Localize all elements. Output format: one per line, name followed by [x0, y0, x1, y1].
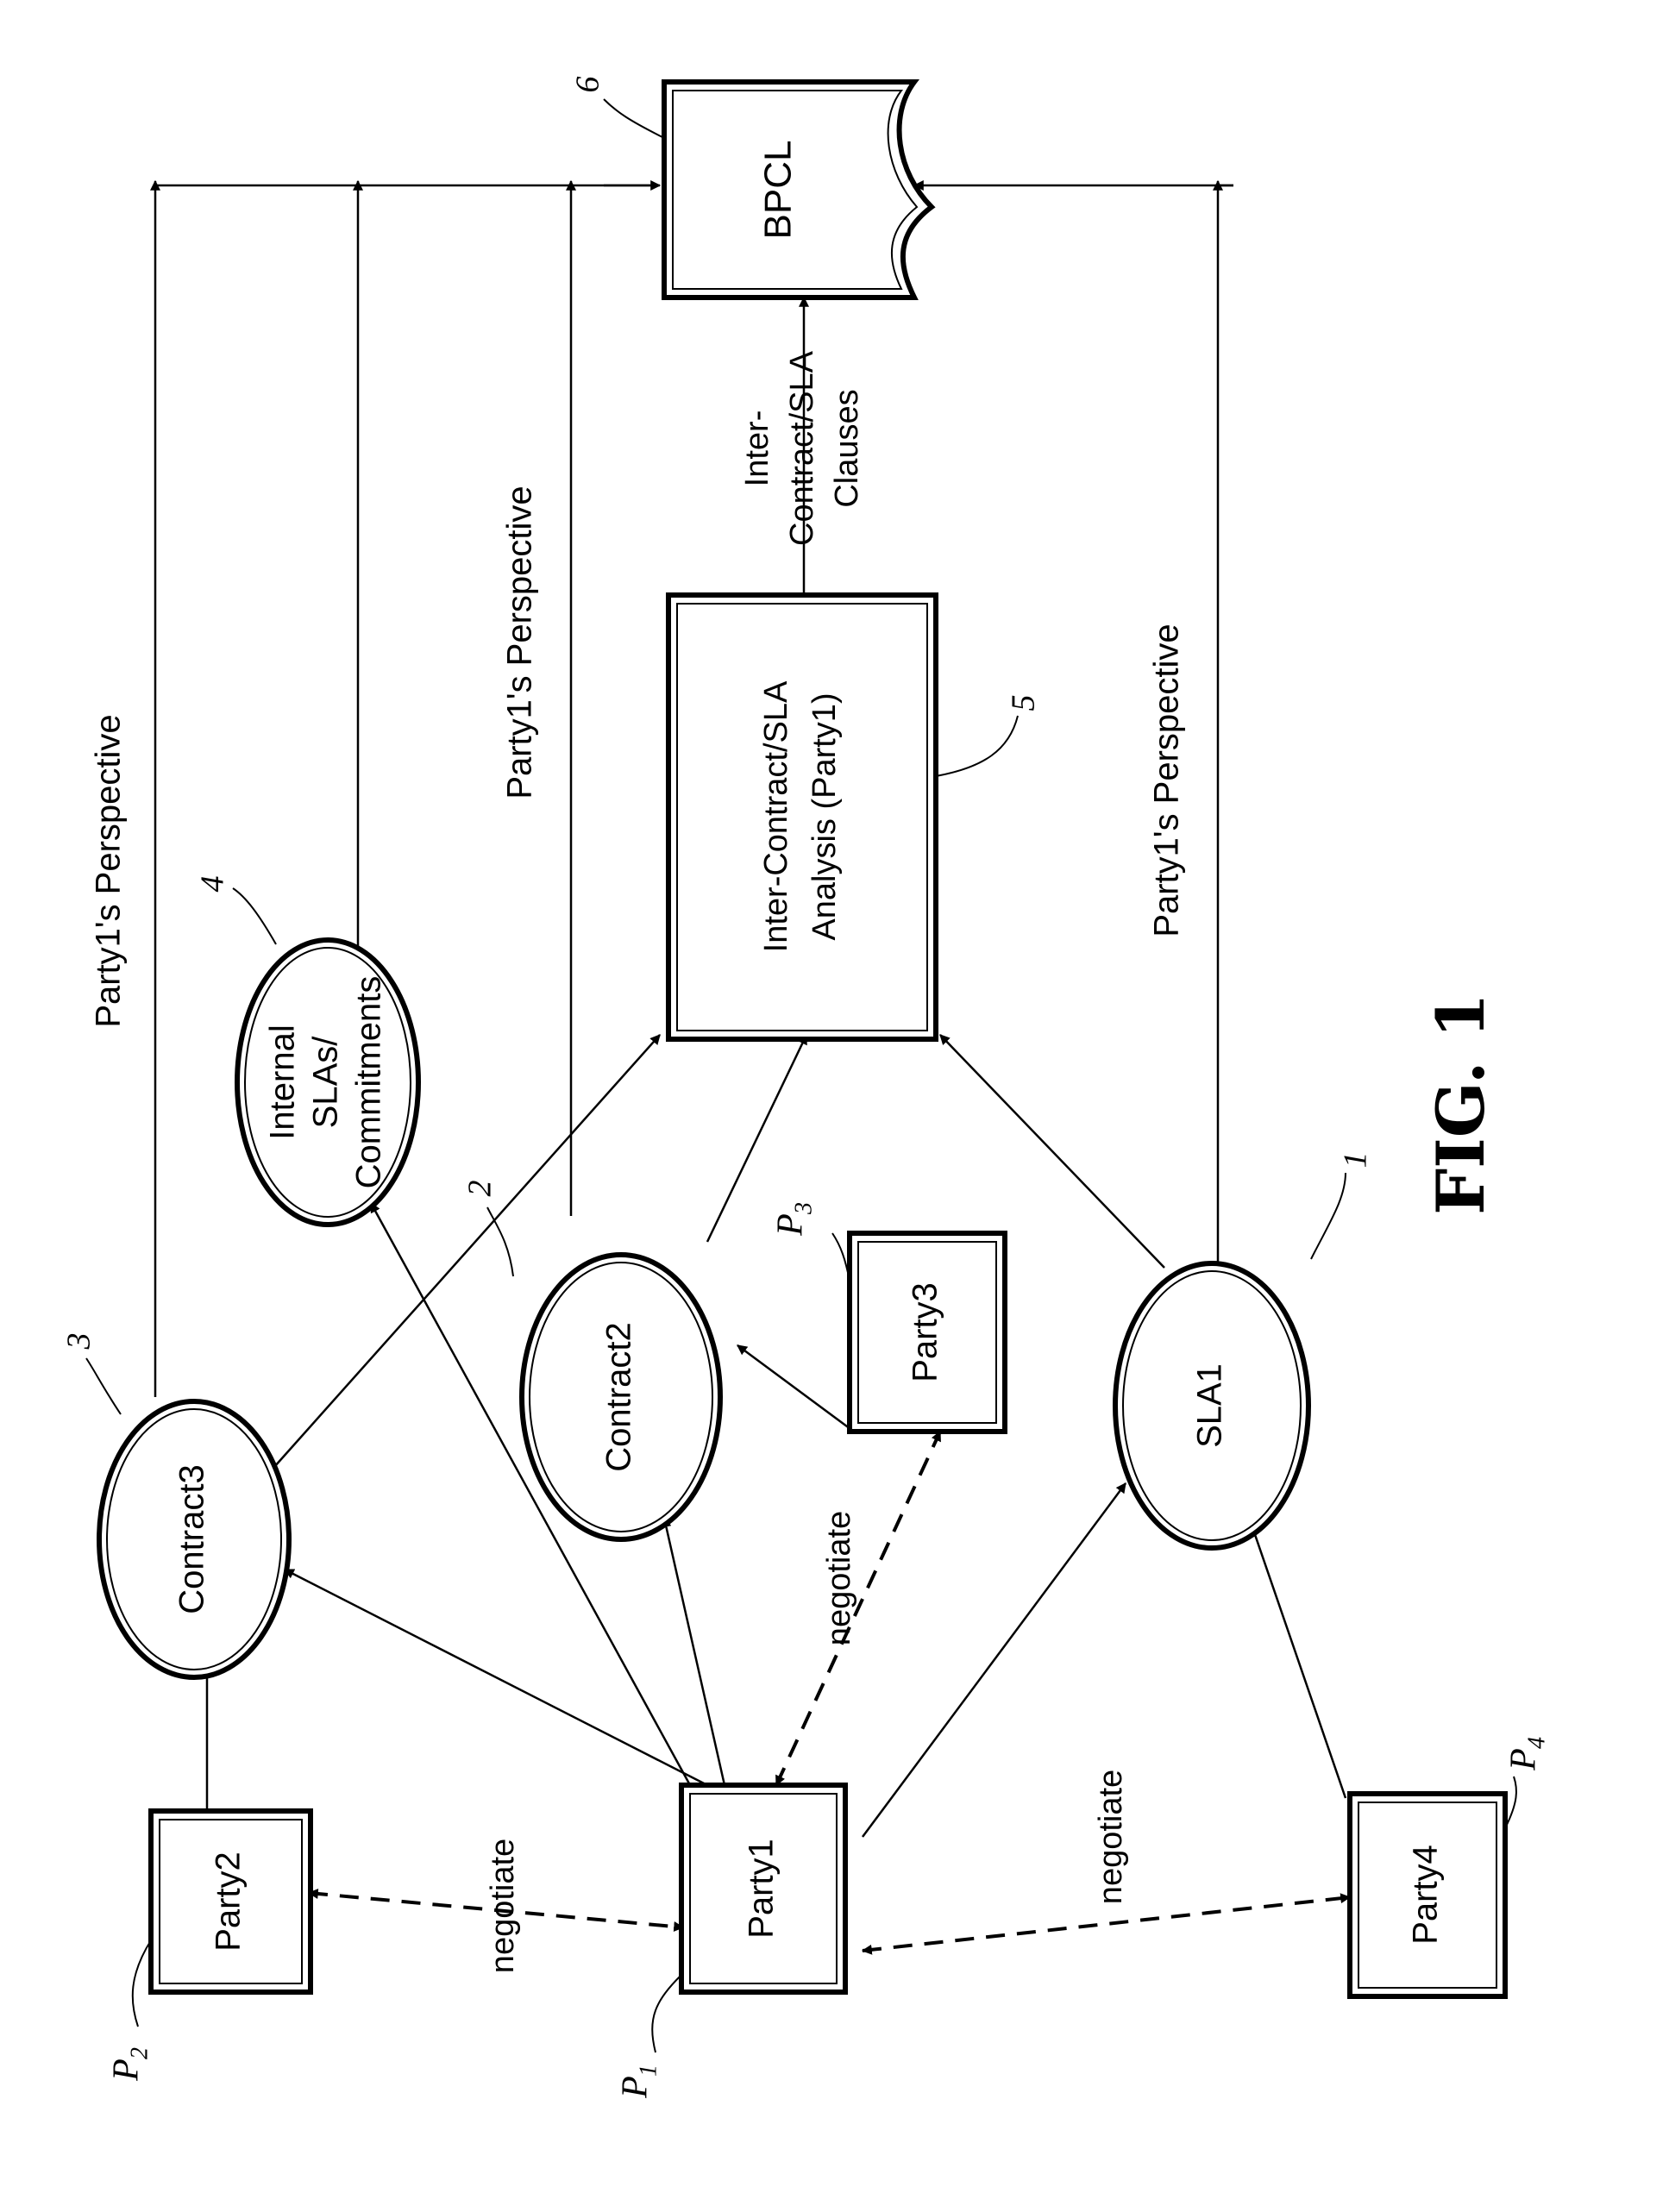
party1-label: Party1 — [743, 1839, 781, 1939]
svg-text:P: P — [107, 2058, 147, 2082]
ref-numeral-2: 2 — [462, 1181, 499, 1197]
negotiate-party1-party3 — [776, 1432, 940, 1785]
svg-text:P: P — [1504, 1748, 1544, 1771]
party4-node: Party4 — [1350, 1794, 1505, 1996]
symbol-p4: P 4 — [1504, 1737, 1551, 1771]
party2-label: Party2 — [210, 1852, 248, 1952]
leader-sla1 — [1311, 1173, 1346, 1259]
perspective-label-contract2: Party1's Perspective — [501, 486, 539, 799]
ref-numeral-1: 1 — [1338, 1152, 1374, 1169]
leader-bpcl — [604, 99, 664, 138]
edge-party1-sla1 — [863, 1483, 1126, 1837]
leader-analysis — [936, 716, 1018, 776]
party1-node: Party1 — [681, 1785, 845, 1992]
contract3-node: Contract3 — [99, 1401, 289, 1677]
edge-party1-contract3 — [285, 1570, 707, 1785]
symbol-p3: P 3 — [771, 1202, 818, 1237]
inter-clauses-line3: Clauses — [829, 389, 865, 507]
leader-internal — [233, 888, 276, 944]
negotiate-label-party2: negotiate — [485, 1839, 521, 1973]
contract2-node: Contract2 — [522, 1255, 720, 1539]
bpcl-label: BPCL — [757, 141, 800, 240]
edge-party4-sla1 — [1251, 1522, 1346, 1798]
leader-contract3 — [86, 1358, 121, 1414]
internal-slas-line3: Commitments — [350, 976, 388, 1189]
svg-text:4: 4 — [1523, 1737, 1550, 1749]
contract2-label: Contract2 — [600, 1322, 638, 1471]
perspective-label-sla1: Party1's Perspective — [1148, 623, 1186, 937]
party4-label: Party4 — [1407, 1845, 1445, 1945]
party3-label: Party3 — [907, 1282, 944, 1382]
negotiate-label-party4: negotiate — [1093, 1770, 1129, 1904]
svg-text:P: P — [616, 2076, 656, 2099]
leader-p1 — [652, 1975, 681, 2052]
ref-numeral-6: 6 — [570, 77, 606, 93]
svg-text:2: 2 — [126, 2047, 153, 2059]
bpcl-node: BPCL — [664, 82, 932, 298]
contract3-label: Contract3 — [173, 1464, 211, 1614]
sla1-label: SLA1 — [1191, 1363, 1229, 1448]
sla1-node: SLA1 — [1115, 1263, 1308, 1548]
internal-slas-line1: Internal — [264, 1025, 302, 1139]
svg-text:1: 1 — [635, 2065, 662, 2077]
party3-node: Party3 — [850, 1233, 1005, 1432]
ref-numeral-4: 4 — [195, 876, 231, 893]
symbol-p2: P 2 — [107, 2047, 154, 2082]
inter-clauses-line1: Inter- — [739, 410, 775, 487]
internal-slas-node: Internal SLAs/ Commitments — [237, 940, 418, 1225]
party2-node: Party2 — [151, 1811, 311, 1992]
figure-title: FIG. 1 — [1422, 993, 1499, 1215]
ref-numeral-5: 5 — [1006, 695, 1042, 711]
svg-text:3: 3 — [790, 1202, 817, 1215]
leader-p2 — [133, 1940, 151, 2027]
edge-party3-contract2 — [737, 1345, 854, 1432]
svg-text:P: P — [771, 1213, 811, 1237]
perspective-label-contract3: Party1's Perspective — [90, 714, 128, 1027]
analysis-node: Inter-Contract/SLA Analysis (Party1) — [668, 595, 936, 1039]
symbol-p1: P 1 — [616, 2065, 662, 2099]
analysis-line1: Inter-Contract/SLA — [758, 680, 794, 952]
analysis-line2: Analysis (Party1) — [806, 692, 843, 940]
ref-numeral-3: 3 — [61, 1333, 97, 1350]
inter-clauses-line2: Contract/SLA — [784, 350, 820, 546]
negotiate-label-party3: negotiate — [821, 1511, 857, 1645]
inter-clauses-label: Inter- Contract/SLA Clauses — [739, 350, 865, 546]
edge-party1-contract2 — [664, 1518, 725, 1785]
internal-slas-line2: SLAs/ — [307, 1036, 345, 1129]
perspective-line-contract3 — [155, 185, 656, 1397]
leader-contract2 — [487, 1207, 513, 1276]
perspective-line-sla1 — [1218, 185, 1233, 1268]
negotiate-party1-party4 — [863, 1897, 1350, 1951]
